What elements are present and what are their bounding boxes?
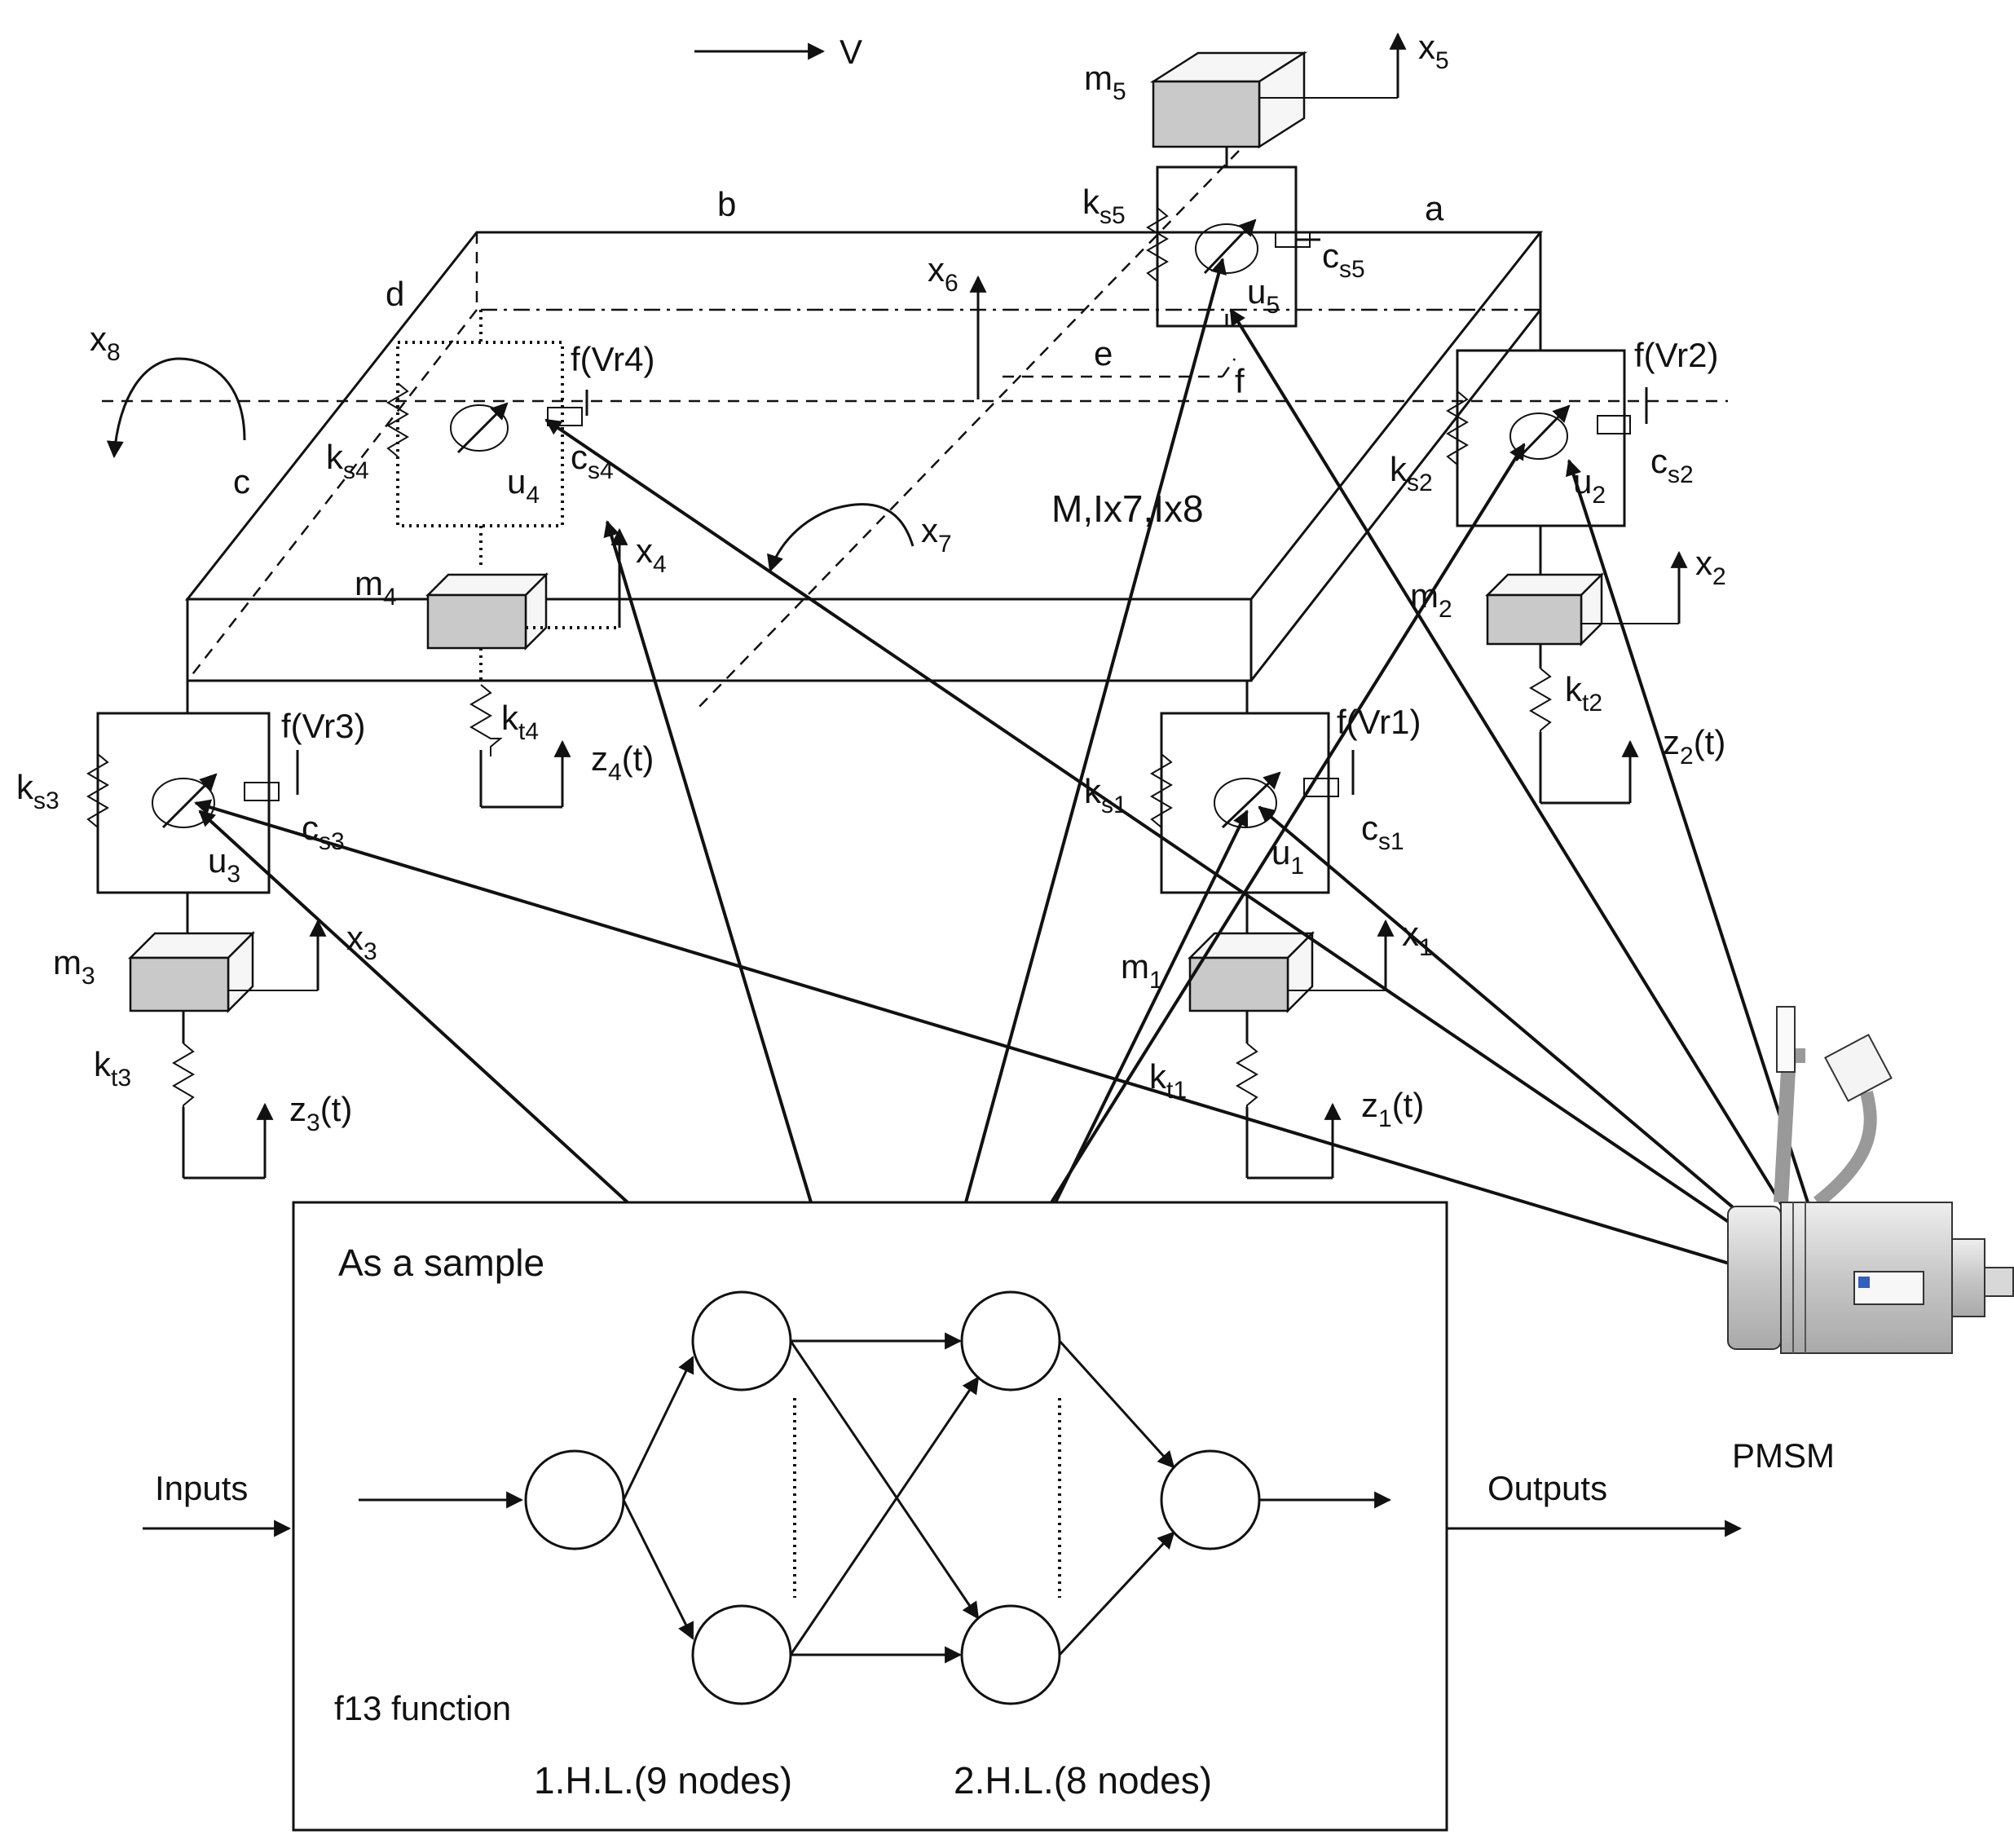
hidden1-node-top: [691, 1290, 792, 1392]
velocity-label: V: [840, 33, 862, 71]
pmsm-label: PMSM: [1732, 1436, 1835, 1475]
dim-b-label: b: [717, 185, 736, 223]
output-node: [1160, 1449, 1261, 1550]
seat-suspension: x5 m5 ks5 cs5 u5: [1082, 28, 1449, 328]
inputs-label: Inputs: [155, 1469, 248, 1507]
m4-label: m4: [355, 564, 397, 611]
kt3-label: kt3: [94, 1045, 131, 1092]
fvr2-label: f(Vr2): [1634, 336, 1718, 374]
dim-d-label: d: [386, 275, 404, 313]
x7-label: x7: [921, 511, 952, 558]
pmsm-motor: PMSM: [1727, 1006, 2014, 1475]
ks4-label: ks4: [326, 438, 369, 484]
layer2-label: 2.H.L.(8 nodes): [954, 1759, 1212, 1802]
z3-label: z3(t): [289, 1090, 352, 1136]
sample-label: As a sample: [338, 1242, 544, 1284]
control-signal-lines: [194, 258, 1840, 1298]
suspension-corner-1: f(Vr1) ks1 cs1 u1 x1 m1 kt1 z1(t): [1084, 681, 1433, 1180]
suspension-corner-4: f(Vr4) ks4 cs4 u4 x4 m4 kt4 z4(t): [326, 310, 667, 809]
x1-label: x1: [1402, 915, 1433, 961]
kt4-label: kt4: [501, 699, 539, 745]
cs5-label: cs5: [1322, 236, 1365, 283]
kt1-label: kt1: [1149, 1057, 1187, 1104]
ks5-label: ks5: [1082, 183, 1126, 229]
z2-label: z2(t): [1663, 723, 1725, 770]
ks1-label: ks1: [1084, 772, 1127, 818]
u3-label: u3: [208, 841, 240, 888]
dim-a-label: a: [1425, 189, 1444, 227]
function-label: f13 function: [334, 1689, 511, 1727]
hidden1-node-bottom: [691, 1604, 792, 1705]
suspension-corner-2: f(Vr2) ks2 cs2 u2 x2 m2 kt2 z2(t): [1390, 310, 1726, 805]
u4-label: u4: [507, 462, 540, 509]
dim-e-label: e: [1094, 334, 1113, 373]
fvr4-label: f(Vr4): [571, 340, 654, 378]
m5-label: m5: [1084, 59, 1126, 105]
x4-label: x4: [636, 531, 667, 578]
x8-label: x8: [90, 320, 121, 366]
cs1-label: cs1: [1361, 809, 1404, 855]
outputs-label: Outputs: [1487, 1469, 1607, 1507]
dim-c-label: c: [233, 462, 250, 501]
input-node: [524, 1449, 625, 1550]
fvr3-label: f(Vr3): [281, 707, 365, 745]
body-mass-label: M,Ix7,Ix8: [1051, 487, 1204, 530]
dim-f-label: f: [1235, 362, 1245, 400]
cs3-label: cs3: [302, 809, 345, 855]
vehicle-body: [102, 150, 1728, 710]
hidden2-node-top: [960, 1290, 1061, 1392]
m1-label: m1: [1121, 947, 1163, 994]
kt2-label: kt2: [1565, 670, 1602, 717]
suspension-corner-3: f(Vr3) ks3 cs3 u3 x3 m3 kt3 z3(t): [16, 681, 377, 1180]
z4-label: z4(t): [591, 739, 654, 786]
cs2-label: cs2: [1650, 442, 1694, 488]
hidden2-node-bottom: [960, 1604, 1061, 1705]
ks3-label: ks3: [16, 768, 59, 814]
x6-label: x6: [928, 250, 959, 297]
m3-label: m3: [53, 943, 95, 990]
ks2-label: ks2: [1390, 450, 1433, 496]
z1-label: z1(t): [1361, 1086, 1424, 1132]
neural-network-box: As a sample f13 function 1.H.L.(9 nodes)…: [143, 1201, 1743, 1832]
u5-label: u5: [1247, 272, 1280, 319]
x2-label: x2: [1695, 544, 1726, 590]
x5-label: x5: [1418, 28, 1449, 74]
layer1-label: 1.H.L.(9 nodes): [534, 1759, 792, 1802]
velocity-arrow: V: [694, 33, 862, 71]
